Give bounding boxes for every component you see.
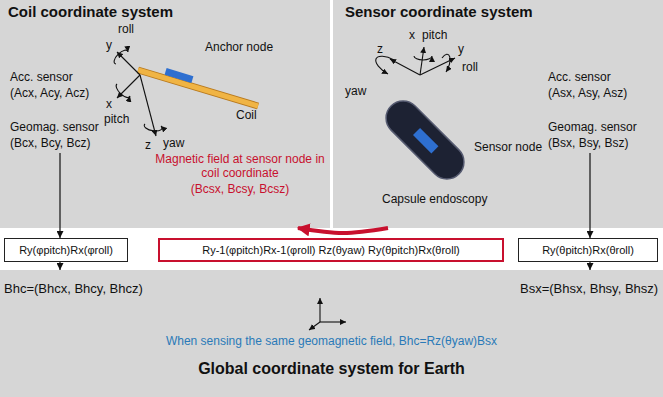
vector-label: Bsx=(Bhsx, Bhsy, Bhsz) [520,282,658,296]
label-holder: x [106,97,112,111]
label-holder: Acc. sensor [10,70,73,84]
label-holder: x [409,28,415,42]
label-holder: (Bcsx, Bcsy, Bcsz) [150,182,330,196]
panel-title: Sensor coordinate system [345,3,651,20]
part-label: Coil [236,108,257,122]
label-holder: pitch [104,112,129,126]
rotation-label: pitch [422,28,447,42]
label-holder: Coil [236,108,257,122]
matrix-expression: Ry(θpitch)Rx(θroll) [542,244,634,256]
part-label: Capsule endoscopy [382,192,487,206]
label-holder: roll [118,22,134,36]
sensor-label: Acc. sensor [548,70,611,84]
rotation-label: pitch [104,112,129,126]
sensor-values: (Bsx, Bsy, Bsz) [548,136,628,150]
label-holder: When sensing the same geomagnetic field,… [0,334,663,348]
rotation-box: Ry-1(φpitch)Rx-1(φroll) Rz(θyaw) Ry(θpit… [158,238,504,262]
axis-label: y [458,42,464,56]
rotation-label: roll [462,60,478,74]
flow-arrow [59,262,60,270]
capsule-body [379,94,471,186]
sensor-axes [376,47,455,75]
flow-arrow [589,262,590,270]
coil-outline [138,70,258,106]
sensor-label: Geomag. sensor [548,120,637,134]
sensor-values: (Bcx, Bcy, Bcz) [10,136,90,150]
sensor-node-chip [413,128,438,153]
coil-bar [138,70,258,106]
label-holder: pitch [422,28,447,42]
sensor-label: Acc. sensor [10,70,73,84]
label-holder: yaw [345,84,366,98]
sensor-label: Geomag. sensor [10,120,99,134]
axis-label: x [409,28,415,42]
axis-label: y [106,38,112,52]
label-holder: yaw [163,136,184,150]
rotation-label: yaw [163,136,184,150]
axis [320,321,346,322]
label-holder: Bhc=(Bhcx, Bhcy, Bhcz) [4,282,143,296]
axis-label: x [106,97,112,111]
z-axis [140,75,156,136]
flow-arrow [59,228,60,238]
label-holder: z [145,138,151,152]
equation-note: When sensing the same geomagnetic field,… [0,334,663,348]
label-holder: (Asx, Asy, Asz) [548,86,627,100]
yaw-arc [144,124,162,131]
matrix-expression: Ry-1(φpitch)Rx-1(φroll) Rz(θyaw) Ry(θpit… [202,244,460,256]
label-holder: (Bcx, Bcy, Bcz) [10,136,90,150]
sensor-values: (Acx, Acy, Acz) [10,86,89,100]
label-holder: Sensor node [474,140,542,154]
part-label: Anchor node [205,40,273,54]
yaw-arc [376,56,394,74]
flow-arrow [589,228,590,238]
anchor-node-chip [165,68,194,83]
roll-arc [442,54,450,72]
rotation-label: roll [118,22,134,36]
matrix-expression: Ry(φpitch)Rx(φroll) [19,244,113,256]
rotation-box: Ry(θpitch)Rx(θroll) [518,238,658,262]
signal-line [59,153,60,228]
rotation-box: Ry(φpitch)Rx(φroll) [4,238,128,262]
label-holder: roll [462,60,478,74]
sensor-values: (Asx, Asy, Asz) [548,86,627,100]
field-note: Magnetic field at sensor node in coil co… [150,152,330,180]
axis [309,322,320,330]
label-holder: (Bsx, Bsy, Bsz) [548,136,628,150]
pitch-arc [414,56,432,60]
roll-arc [114,50,128,64]
label-holder: Anchor node [205,40,273,54]
pitch-arc [116,84,130,98]
rotation-label: yaw [345,84,366,98]
panel-title: Coil coordinate system [8,3,322,20]
label-holder: Acc. sensor [548,70,611,84]
coil-drawing [138,68,258,106]
x-axis [117,75,140,98]
label-holder: Bsx=(Bhsx, Bhsy, Bhsz) [520,282,658,296]
part-label: Sensor node [474,140,542,154]
panel-title: Global coordinate system for Earth [0,360,663,378]
label-holder: y [106,38,112,52]
global-axes [309,298,346,330]
vector-label: Bhc=(Bhcx, Bhcy, Bhcz) [4,282,143,296]
label-holder: (Acx, Acy, Acz) [10,86,89,100]
axis-label: z [145,138,151,152]
axis-label: z [377,42,383,56]
label-holder: Geomag. sensor [548,120,637,134]
capsule-endoscopy [379,94,471,186]
label-holder: Capsule endoscopy [382,192,487,206]
label-holder: z [377,42,383,56]
label-holder: Magnetic field at sensor node in coil co… [150,152,330,180]
label-holder: Geomag. sensor [10,120,99,134]
field-values: (Bcsx, Bcsy, Bcsz) [150,182,330,196]
transform-arrow [298,228,388,233]
label-holder: y [458,42,464,56]
axis [319,298,320,322]
x-axis [420,47,424,75]
signal-line [589,153,590,228]
z-axis [390,59,420,75]
y-axis [117,52,140,75]
